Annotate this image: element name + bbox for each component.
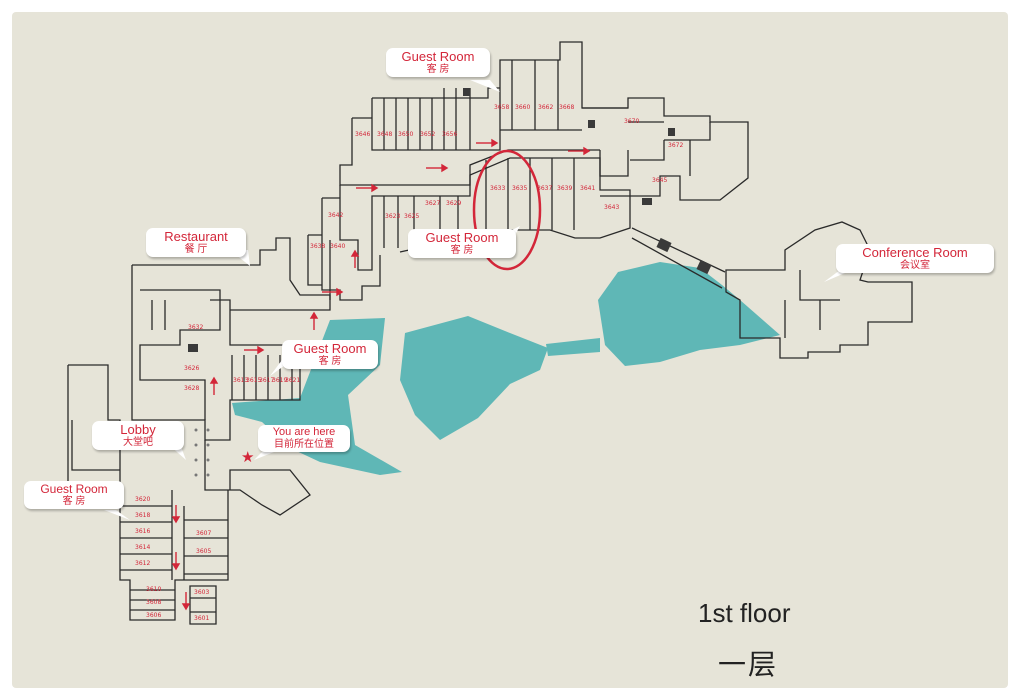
red-star-icon: ★ bbox=[241, 449, 255, 466]
callout-label-en: You are here bbox=[272, 426, 336, 438]
room-number: 3646 bbox=[355, 131, 371, 138]
callout-lobby: Lobby 大堂吧 bbox=[92, 421, 184, 451]
room-number: 3626 bbox=[184, 365, 200, 372]
room-number: 3608 bbox=[146, 599, 162, 606]
room-number: 3670 bbox=[624, 118, 640, 125]
room-number: 3607 bbox=[196, 530, 212, 537]
room-number: 3662 bbox=[538, 104, 554, 111]
room-number: 3614 bbox=[135, 544, 151, 551]
room-number: 3625 bbox=[404, 213, 420, 220]
callout-you-are-here: You are here 目前所在位置 bbox=[258, 425, 350, 453]
room-number: 3615 bbox=[246, 377, 262, 384]
callout-label-zh: 客 房 bbox=[62, 495, 86, 507]
room-number: 3623 bbox=[385, 213, 401, 220]
room-number: 3610 bbox=[146, 586, 162, 593]
callout-label-en: Conference Room bbox=[862, 245, 968, 260]
room-number: 3642 bbox=[328, 212, 344, 219]
stair-blocks bbox=[188, 88, 712, 352]
room-number: 3601 bbox=[194, 615, 210, 622]
room-number: 3628 bbox=[184, 385, 200, 392]
callout-conference-room: Conference Room 会议室 bbox=[836, 244, 994, 274]
callout-label-en: Guest Room bbox=[401, 49, 475, 64]
room-number: 3621 bbox=[285, 377, 301, 384]
room-number: 3638 bbox=[310, 243, 326, 250]
room-number: 3606 bbox=[146, 612, 162, 619]
room-number: 3617 bbox=[259, 377, 275, 384]
room-number: 3668 bbox=[559, 104, 575, 111]
callout-label-en: Guest Room bbox=[425, 230, 499, 245]
callout-label-zh: 会议室 bbox=[900, 259, 930, 271]
callout-label-zh: 客 房 bbox=[426, 63, 450, 75]
room-number: 3652 bbox=[420, 131, 436, 138]
callout-label-en: Guest Room bbox=[293, 341, 367, 356]
callout-guest-room-bottom: Guest Room 客 房 bbox=[24, 481, 124, 510]
room-number: 3639 bbox=[557, 185, 573, 192]
room-number: 3672 bbox=[668, 142, 684, 149]
room-number: 3612 bbox=[135, 560, 151, 567]
room-number: 3658 bbox=[494, 104, 510, 111]
room-number: 3648 bbox=[377, 131, 393, 138]
red-ellipse-highlight bbox=[472, 149, 542, 271]
room-number: 3641 bbox=[580, 185, 596, 192]
room-number: 3656 bbox=[442, 131, 458, 138]
room-number: 3605 bbox=[196, 548, 212, 555]
floor-label-en: 1st floor bbox=[698, 598, 791, 628]
room-number: 3619 bbox=[272, 377, 288, 384]
callout-label-zh: 餐 厅 bbox=[184, 243, 208, 255]
callout-label-zh: 客 房 bbox=[450, 244, 474, 256]
room-number: 3637 bbox=[537, 185, 553, 192]
room-number: 3645 bbox=[652, 177, 668, 184]
room-number: 3618 bbox=[135, 512, 151, 519]
room-number: 3613 bbox=[233, 377, 249, 384]
room-number: 3616 bbox=[135, 528, 151, 535]
pond-right bbox=[598, 262, 780, 366]
room-number: 3603 bbox=[194, 589, 210, 596]
direction-arrows bbox=[171, 138, 591, 611]
lobby-columns bbox=[194, 428, 210, 477]
callout-guest-room-middle: Guest Room 客 房 bbox=[408, 229, 516, 259]
room-number: 3632 bbox=[188, 324, 204, 331]
room-number: 3629 bbox=[446, 200, 462, 207]
callout-label-en: Guest Room bbox=[40, 482, 108, 496]
room-number: 3660 bbox=[515, 104, 531, 111]
room-number: 3640 bbox=[330, 243, 346, 250]
callout-guest-room-top: Guest Room 客 房 bbox=[386, 48, 490, 78]
pond-center bbox=[400, 316, 548, 440]
callout-label-zh: 大堂吧 bbox=[123, 436, 153, 448]
callout-label-en: Restaurant bbox=[164, 229, 228, 244]
room-number: 3635 bbox=[512, 185, 528, 192]
room-number: 3643 bbox=[604, 204, 620, 211]
callout-label-zh: 目前所在位置 bbox=[274, 438, 334, 450]
room-number: 3650 bbox=[398, 131, 414, 138]
room-number: 3620 bbox=[135, 496, 151, 503]
callout-guest-room-left: Guest Room 客 房 bbox=[282, 340, 378, 370]
callout-label-en: Lobby bbox=[120, 422, 156, 437]
callout-label-zh: 客 房 bbox=[318, 355, 342, 367]
callout-restaurant: Restaurant 餐 厅 bbox=[146, 228, 246, 258]
channel bbox=[546, 338, 600, 356]
floor-label-zh: 一层 bbox=[718, 648, 779, 681]
room-number: 3627 bbox=[425, 200, 441, 207]
room-number: 3633 bbox=[490, 185, 506, 192]
